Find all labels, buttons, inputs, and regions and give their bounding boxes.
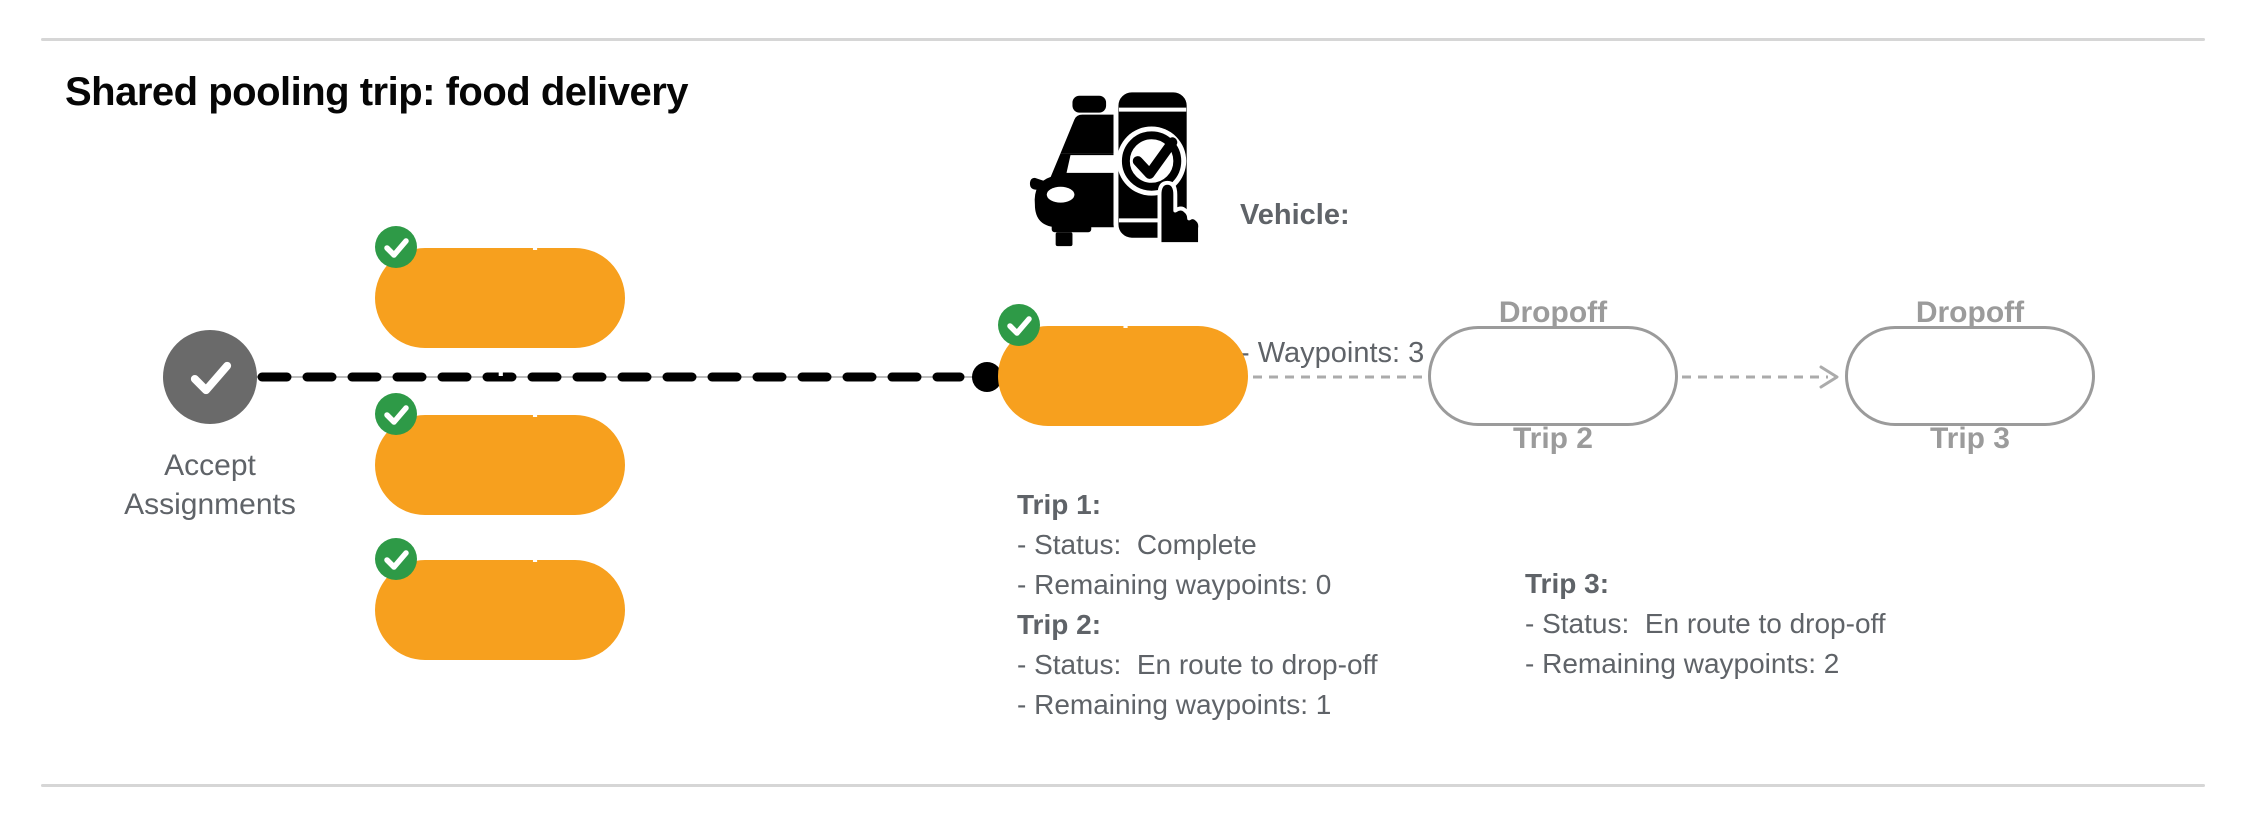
check-icon: [1007, 316, 1032, 336]
node-pickup-trip-2: Pickup Trip 2: [375, 385, 625, 544]
status-done-badge: [375, 538, 417, 580]
node-pickup-trip-1: Pickup Trip 1: [375, 218, 625, 377]
node-complete-trip-1: Complete Trip 1: [998, 296, 1248, 455]
arrow-right-icon: [1819, 365, 1839, 389]
trip-1-2-details: Trip 1: - Status: Complete - Remaining w…: [1017, 485, 1378, 725]
status-done-badge: [998, 304, 1040, 346]
label-line: Trip 1: [459, 344, 541, 377]
trip-2-heading: Trip 2:: [1017, 609, 1102, 640]
vehicle-waypoints: - Waypoints: 3: [1240, 337, 1425, 369]
node-label: Dropoff Trip 3: [1916, 208, 2024, 544]
check-icon: [384, 405, 409, 425]
trip-3-waypoints: - Remaining waypoints: 2: [1525, 648, 1840, 679]
node-label: Pickup Trip 1: [451, 130, 549, 466]
check-icon: [190, 361, 232, 395]
label-line: Trip 3: [1929, 422, 2010, 455]
label-line: Complete: [1054, 296, 1192, 329]
vehicle-info: Vehicle: - Waypoints: 3: [1240, 100, 1424, 468]
check-icon: [384, 550, 409, 570]
check-icon: [384, 238, 409, 258]
hand-tap-icon: [1157, 180, 1203, 247]
label-line: Trip 2: [459, 511, 541, 544]
route-line-completed: [256, 362, 1002, 392]
status-done-badge: [375, 226, 417, 268]
label-line: Accept: [164, 449, 256, 482]
trip-3-status: - Status: En route to drop-off: [1525, 608, 1886, 639]
route-line-next-2: [1682, 365, 1839, 389]
route-line-next-1: [1253, 375, 1427, 379]
node-label: Pickup Trip 3: [451, 442, 549, 778]
top-divider: [41, 38, 2205, 41]
label-line: Trip 1: [1082, 422, 1164, 455]
trip-1-waypoints: - Remaining waypoints: 0: [1017, 569, 1332, 600]
car-icon: [1029, 95, 1120, 247]
bottom-divider: [41, 784, 2205, 787]
trip-3-heading: Trip 3:: [1525, 568, 1610, 599]
page-title: Shared pooling trip: food delivery: [65, 70, 689, 114]
label-line: Pickup: [450, 218, 550, 251]
trip-3-details: Trip 3: - Status: En route to drop-off -…: [1525, 564, 1886, 684]
node-label: Pickup Trip 2: [451, 297, 549, 633]
node-dropoff-trip-2: Dropoff Trip 2: [1428, 296, 1678, 455]
node-dropoff-trip-3: Dropoff Trip 3: [1845, 296, 2095, 455]
accept-assignments-label: Accept Assignments: [60, 446, 360, 524]
trip-2-waypoints: - Remaining waypoints: 1: [1017, 689, 1332, 720]
node-accept-assignments: [163, 330, 257, 424]
node-label: Complete Trip 1: [1055, 208, 1192, 544]
trip-1-status: - Status: Complete: [1017, 529, 1257, 560]
node-label: Dropoff Trip 2: [1499, 208, 1607, 544]
label-line: Assignments: [124, 488, 296, 521]
trip-2-status: - Status: En route to drop-off: [1017, 649, 1378, 680]
vehicle-heading: Vehicle:: [1240, 199, 1350, 231]
trip-1-heading: Trip 1:: [1017, 489, 1102, 520]
label-line: Pickup: [450, 385, 550, 418]
node-pickup-trip-3: Pickup Trip 3: [375, 530, 625, 689]
check-circle-icon: [1116, 126, 1187, 196]
label-line: Trip 3: [459, 656, 541, 689]
label-line: Dropoff: [1915, 296, 2025, 329]
car-phone-check-icon: [1029, 87, 1203, 247]
label-line: Trip 2: [1512, 422, 1593, 455]
current-position-dot: [972, 362, 1002, 392]
status-done-badge: [375, 393, 417, 435]
label-line: Pickup: [450, 530, 550, 563]
label-line: Dropoff: [1498, 296, 1608, 329]
